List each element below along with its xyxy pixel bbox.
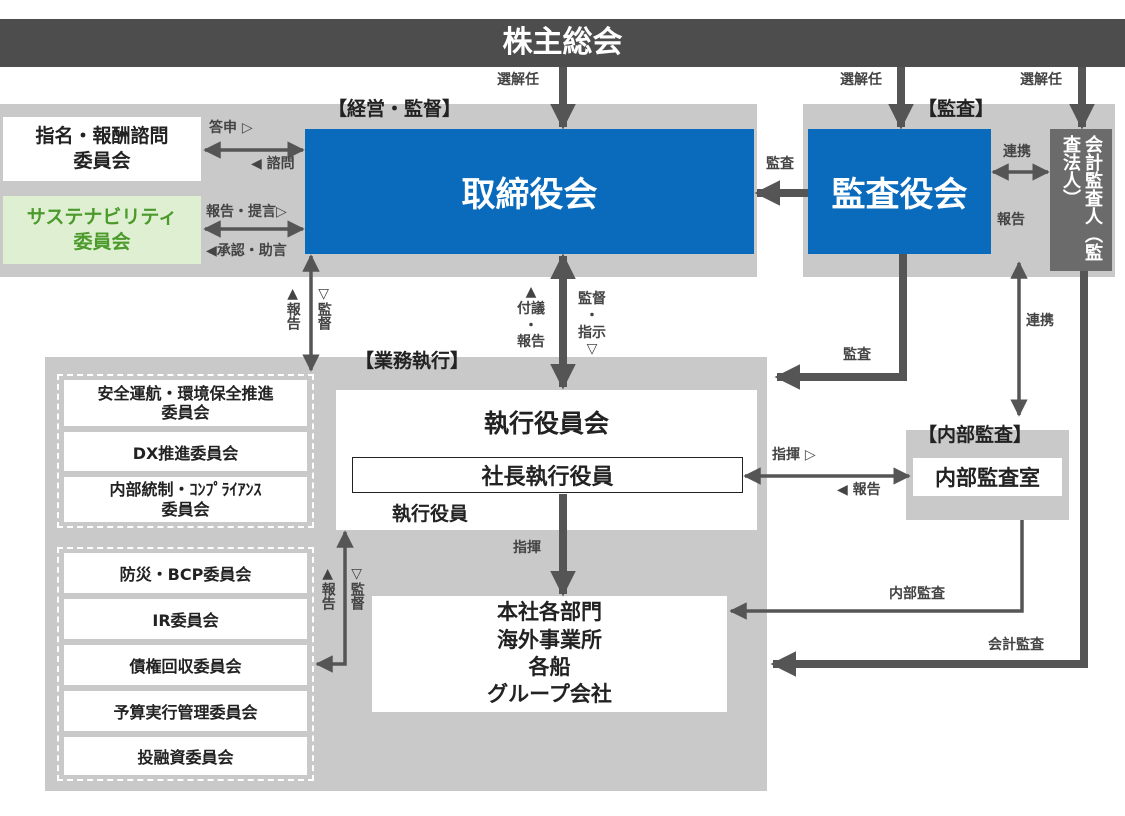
shareholders-label: 株主総会: [502, 25, 623, 60]
management-section-title: 【経営・監督】: [328, 98, 462, 120]
label-audit-to-board: 監査: [766, 156, 794, 172]
label-report-up: ▲報告: [284, 286, 301, 330]
label-report-propose: 報告・提言▷: [206, 204, 287, 220]
committee-budget: 予算実行管理委員会: [64, 691, 307, 731]
nomination-committee-box: 指名・報酬諮問 委員会: [3, 117, 201, 181]
committee-internal-control: 内部統制・ｺﾝﾌﾟﾗｲｱﾝｽ 委員会: [64, 477, 307, 522]
accounting-auditor-box: [1050, 129, 1112, 271]
board-of-directors-box: 取締役会: [305, 129, 754, 254]
committee-dx: DX推進委員会: [64, 432, 307, 471]
label-approve-advise: ◀承認・助言: [206, 243, 287, 259]
label-agenda-report: ▲ 付議 ・ 報告: [517, 284, 545, 351]
internal-audit-section-title: 【内部監査】: [918, 424, 1033, 446]
label-audit-exec: 監査: [843, 347, 871, 363]
label-supervise-down: ▽監督: [315, 286, 332, 330]
shareholders-bar: [0, 19, 1125, 67]
label-command: 指揮: [513, 540, 541, 556]
label-elect-auditor: 選解任: [1020, 72, 1062, 88]
executive-officers-label: 執行役員: [392, 503, 469, 525]
committee-investment: 投融資委員会: [64, 737, 307, 775]
internal-audit-office-box: 内部監査室: [913, 458, 1062, 496]
committee-debt-collection: 債権回収委員会: [64, 645, 307, 685]
arrow-audit-execution: [774, 254, 907, 390]
label-report-up-2: ▲報告: [319, 566, 336, 610]
arrow-exec-committees: [315, 530, 354, 673]
committee-safety: 安全運航・環境保全推進 委員会: [64, 380, 307, 426]
label-coop-top: 連携: [1003, 144, 1031, 160]
executive-committee-title: 執行役員会: [483, 409, 609, 438]
president-box: 社長執行役員: [352, 457, 743, 493]
committee-group-top: [57, 374, 314, 528]
label-elect-board: 選解任: [497, 72, 539, 88]
label-report-answer: 答申 ▷: [209, 120, 253, 136]
arrow-internal-audit: [729, 520, 1024, 620]
label-elect-audit: 選解任: [840, 72, 882, 88]
departments-box: 本社各部門 海外事業所 各船 グループ会社: [372, 596, 727, 712]
committee-disaster-bcp: 防災・BCP委員会: [64, 553, 307, 593]
label-accounting-audit-line: 会計監査: [988, 637, 1044, 653]
committee-group-bottom: [57, 547, 314, 781]
label-consult: ◀ 諮問: [251, 156, 295, 172]
audit-board-box: 監査役会: [808, 129, 991, 254]
label-report-right: 報告: [997, 212, 1025, 228]
label-instruct: 指揮 ▷: [772, 447, 816, 463]
arrow-accounting-audit: [770, 271, 1088, 677]
committee-ir: IR委員会: [64, 599, 307, 639]
accounting-auditor-label: 会計監査人（監査法人）: [1060, 135, 1103, 261]
label-supervise-down-2: ▽監督: [348, 566, 365, 610]
audit-section-title: 【監査】: [918, 98, 995, 120]
label-coop-mid: 連携: [1026, 313, 1054, 329]
sustainability-committee-box: サステナビリティ 委員会: [3, 196, 201, 264]
label-report-internal: ◀ 報告: [837, 482, 881, 498]
execution-section-title: 【業務執行】: [355, 350, 470, 372]
label-supervise-instruct: 監督 ・ 指示 ▽: [578, 291, 606, 358]
label-internal-audit-line: 内部監査: [889, 586, 945, 602]
